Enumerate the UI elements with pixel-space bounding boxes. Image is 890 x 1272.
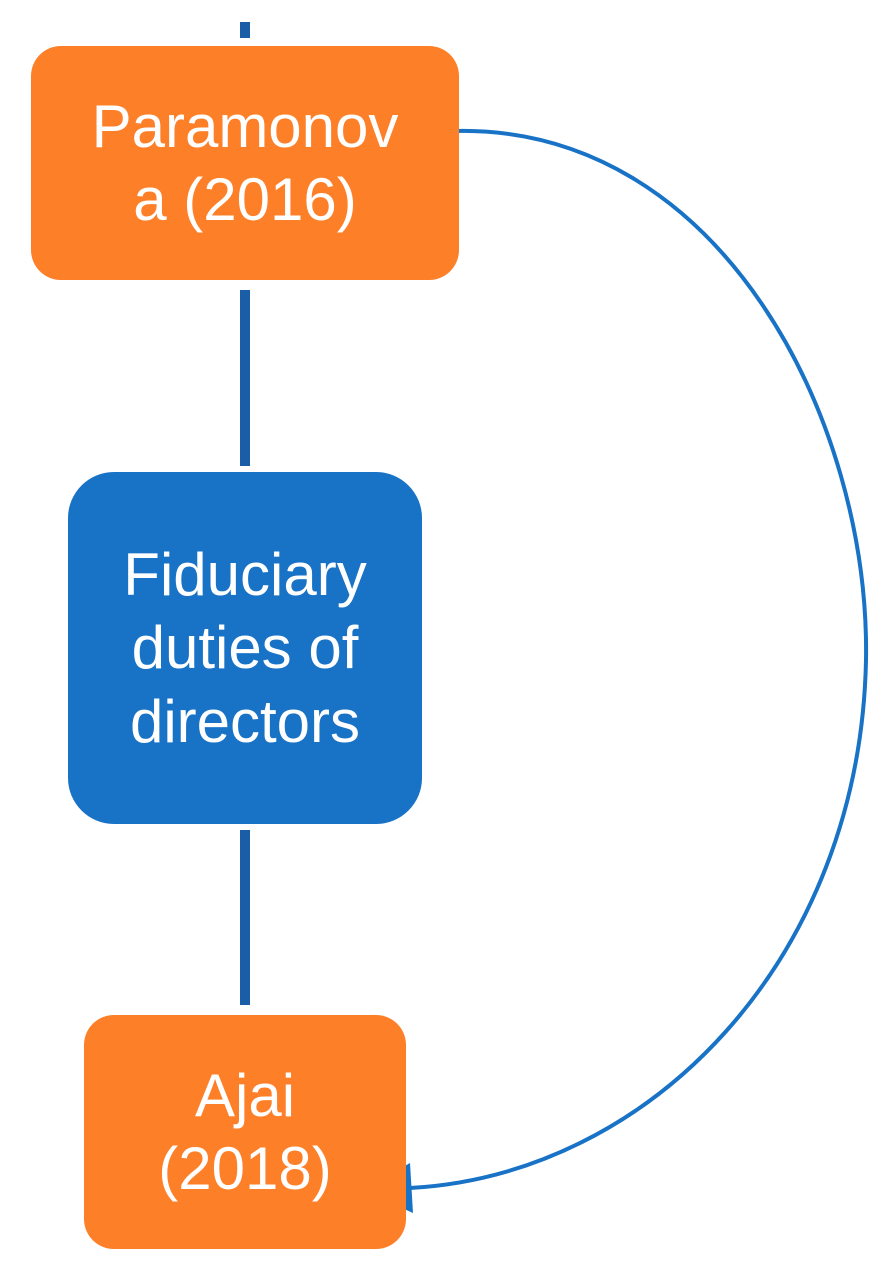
node-bottom-label: Ajai (2018) — [158, 1059, 331, 1205]
node-top-label: Paramonov a (2016) — [92, 90, 399, 236]
node-top-line-1: Paramonov — [91, 92, 399, 160]
connector-middle-bottom — [240, 830, 250, 1005]
node-middle-line-2: duties of — [131, 614, 359, 682]
curved-arrow-path — [409, 128, 869, 1190]
node-bottom-line-1: Ajai — [194, 1061, 296, 1129]
node-middle-label: Fiduciary duties of directors — [123, 538, 366, 758]
node-paramonova-2016: Paramonov a (2016) — [31, 46, 459, 280]
connector-top-middle — [240, 290, 250, 466]
node-middle-line-3: directors — [129, 687, 361, 755]
connector-top-stub — [240, 22, 250, 38]
node-ajai-2018: Ajai (2018) — [84, 1015, 406, 1249]
node-middle-line-1: Fiduciary — [123, 541, 367, 609]
node-top-line-2: a (2016) — [133, 166, 357, 233]
node-fiduciary-duties: Fiduciary duties of directors — [68, 472, 422, 824]
node-bottom-line-2: (2018) — [158, 1135, 332, 1202]
